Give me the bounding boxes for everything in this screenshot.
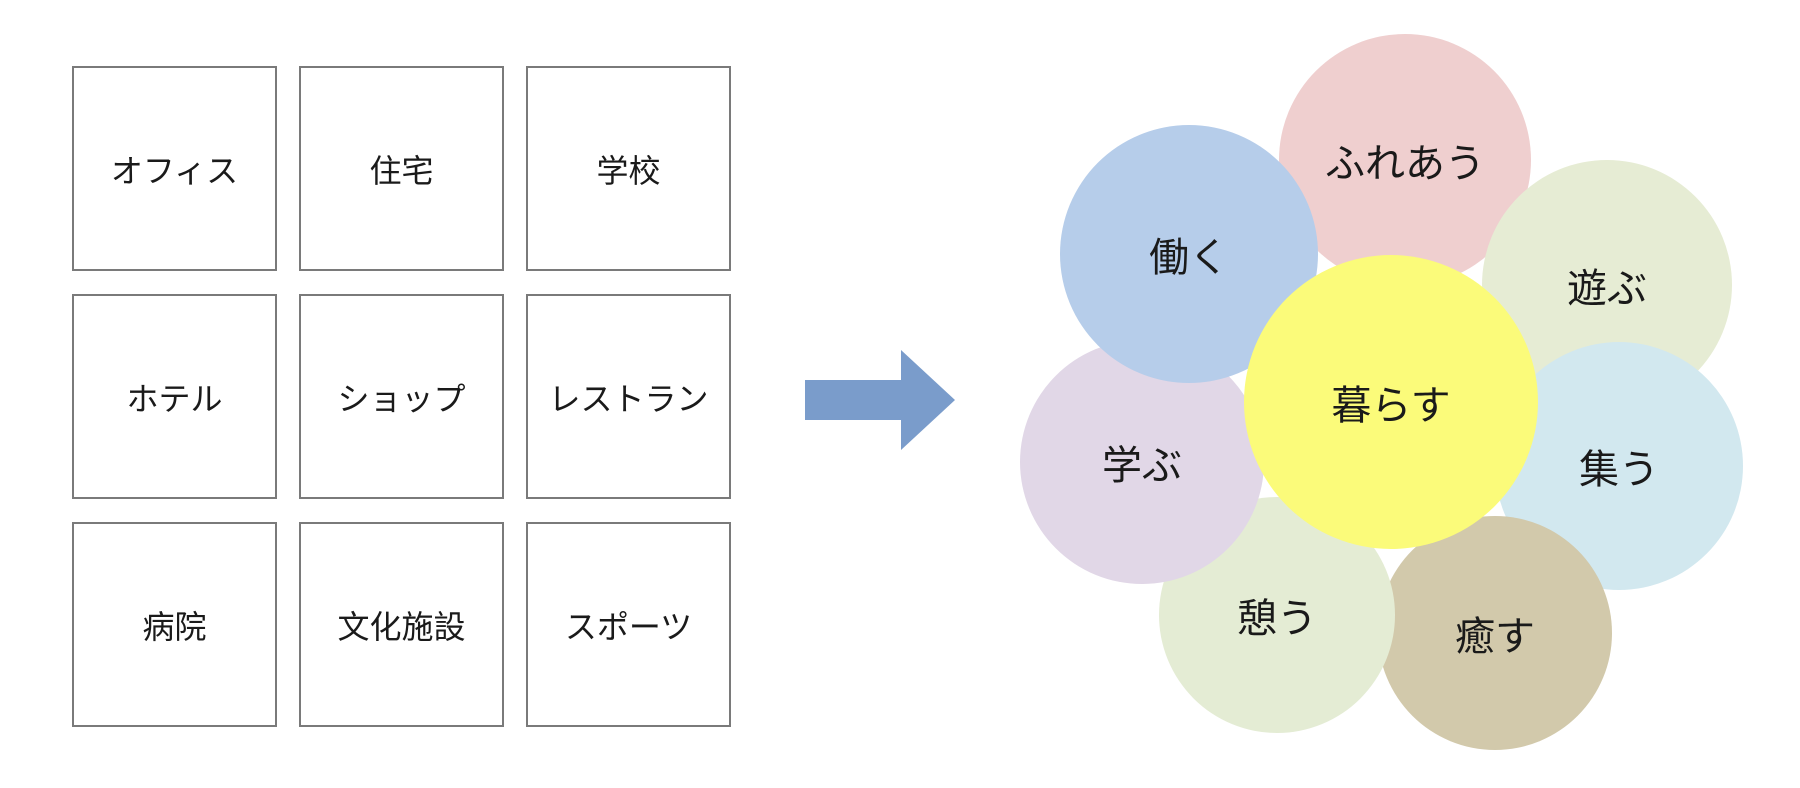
grid-cell-hospital: 病院 — [72, 522, 277, 727]
petal-ikou-label: 憩う — [1237, 596, 1317, 642]
petal-manabu-label: 学ぶ — [1102, 443, 1182, 489]
grid-cell-office: オフィス — [72, 66, 277, 271]
petal-ikou: 憩う — [1159, 497, 1395, 733]
petal-asobu-label: 遊ぶ — [1567, 266, 1647, 312]
petal-asobu: 遊ぶ — [1482, 160, 1732, 410]
petal-fureau: ふれあう — [1279, 34, 1531, 286]
petal-hataraku: 働く — [1060, 125, 1318, 383]
facility-grid: オフィス 住宅 学校 ホテル ショップ レストラン 病院 文化施設 スポーツ — [72, 66, 736, 730]
center-label: 暮らす — [1331, 383, 1451, 429]
petal-atsumau: 集う — [1495, 342, 1743, 590]
petal-hataraku-label: 働く — [1149, 235, 1229, 281]
petal-iyasu-label: 癒す — [1455, 614, 1535, 660]
grid-cell-housing: 住宅 — [299, 66, 504, 271]
grid-cell-cultural-facility: 文化施設 — [299, 522, 504, 727]
grid-cell-restaurant: レストラン — [526, 294, 731, 499]
petal-iyasu: 癒す — [1378, 516, 1612, 750]
petal-fureau-label: ふれあう — [1325, 141, 1485, 187]
center-circle: 暮らす — [1244, 255, 1538, 549]
grid-cell-sports: スポーツ — [526, 522, 731, 727]
grid-cell-hotel: ホテル — [72, 294, 277, 499]
petal-manabu: 学ぶ — [1020, 340, 1264, 584]
arrow-shape — [805, 350, 955, 450]
grid-cell-shop: ショップ — [299, 294, 504, 499]
grid-cell-school: 学校 — [526, 66, 731, 271]
petal-atsumau-label: 集う — [1579, 447, 1659, 493]
right-arrow-icon — [805, 350, 955, 450]
